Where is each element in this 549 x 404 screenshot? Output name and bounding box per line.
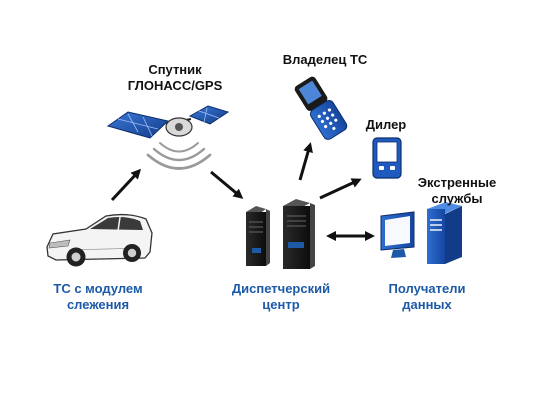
arrow-satellite-to-dispatch	[210, 170, 244, 199]
dispatch-label-line2: центр	[262, 297, 300, 312]
arrows	[110, 142, 375, 241]
satellite-label-line1: Спутник	[148, 62, 202, 77]
arrow-dispatch-to-owner	[298, 142, 313, 181]
vehicle-label-line2: слежения	[66, 297, 130, 312]
receivers-label-line2: данных	[402, 297, 452, 312]
emergency-label-line2: службы	[431, 191, 483, 206]
arrow-vehicle-to-satellite	[110, 168, 142, 202]
server-icon	[246, 199, 315, 269]
dealer-label-text: Дилер	[365, 117, 407, 132]
vehicle-label-line1: ТС с модулем	[53, 281, 143, 296]
emergency-label: Экстренные службы	[404, 175, 510, 207]
receivers-label: Получатели данных	[372, 281, 482, 313]
dispatch-label: Диспетчерский центр	[216, 281, 346, 313]
emergency-label-line1: Экстренные	[417, 175, 497, 190]
satellite-label: Спутник ГЛОНАСС/GPS	[120, 62, 230, 94]
arrow-dispatch-to-dealer	[319, 178, 362, 200]
flip-phone-icon	[294, 76, 348, 140]
pda-icon	[372, 137, 402, 179]
dispatch-label-line1: Диспетчерский	[231, 281, 331, 296]
owner-label: Владелец ТС	[265, 52, 385, 68]
satellite-icon	[106, 105, 230, 139]
vehicle-label: ТС с модулем слежения	[38, 281, 158, 313]
computer-icon	[380, 202, 462, 264]
satellite-label-line2: ГЛОНАСС/GPS	[127, 78, 223, 93]
dealer-label: Дилер	[356, 117, 416, 133]
signal-waves-icon	[146, 142, 212, 170]
owner-label-text: Владелец ТС	[282, 52, 368, 67]
car-icon	[46, 213, 153, 267]
receivers-label-line1: Получатели	[388, 281, 466, 296]
